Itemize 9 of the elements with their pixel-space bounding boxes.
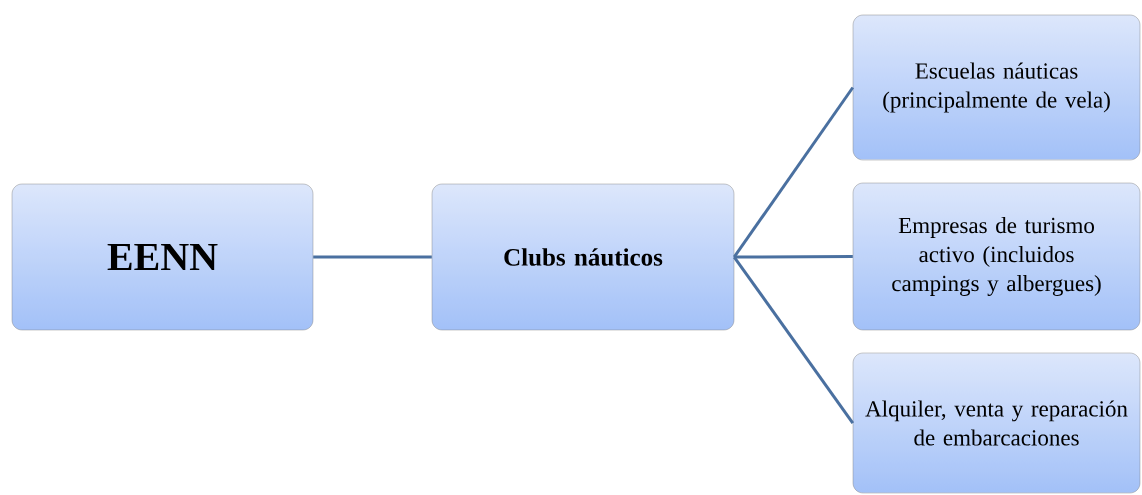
box: Escuelas náuticas (principalmente de vela) [852, 14, 1141, 161]
box: Clubs náuticos [431, 183, 735, 331]
connector-line [313, 255, 432, 259]
connector-line [733, 256, 855, 424]
box: EENN [11, 183, 314, 331]
box: Empresas de turismo activo (incluidos campings y albergues) [852, 182, 1141, 331]
box: Alquiler, venta y reparación de embarcaciones [852, 352, 1141, 494]
connector-line [734, 255, 853, 259]
connector-line [733, 86, 855, 258]
